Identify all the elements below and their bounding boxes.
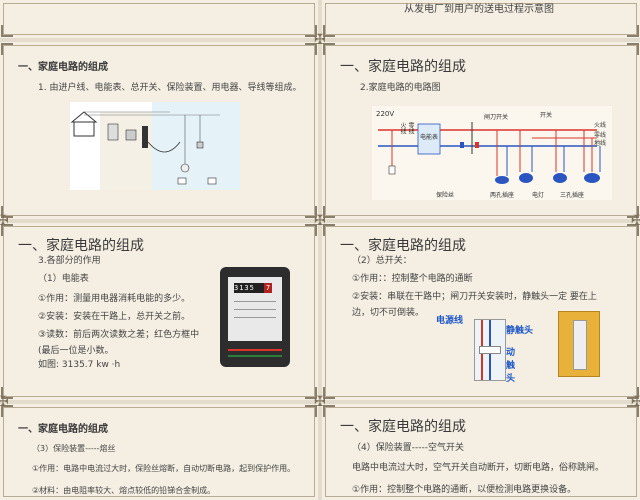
circuit-diagram: 220V 火线 零线 电能表 闸刀开关 开关 火线 零线 地线 保险丝 两孔插座…	[372, 106, 612, 200]
meter-label: 电能表	[420, 134, 439, 141]
lamp-label: 电灯	[532, 192, 545, 199]
slide-subtitle: 2.家庭电路的电路图	[360, 83, 441, 93]
voltage-label: 220V	[376, 110, 395, 118]
slide-main-switch[interactable]: 一、家庭电路的组成 （2）总开关： ①作用：：控制整个电路的通断 ②安装：串联在…	[322, 223, 640, 400]
slide-top-left[interactable]	[0, 0, 318, 38]
knot-ornament-icon: ✠	[0, 213, 9, 229]
slide-meter[interactable]: 一、家庭电路的组成 3.各部分的作用 （1）电能表 ①作用：测量用电器消耗电能的…	[0, 223, 318, 400]
text-line-4: ②安装：安装在干路上，总开关之前。	[38, 312, 191, 322]
slide-composition-1[interactable]: 一、家庭电路的组成 1. 由进户线、电能表、总开关、保险装置、用电器、导线等组成…	[0, 42, 318, 219]
text-line-3: ①作用：控制整个电路的通断，以便检测电路更换设备。	[352, 485, 577, 495]
meter-digits: 3135	[234, 283, 264, 293]
electric-meter-image: 3135 7	[220, 267, 290, 367]
vertical-separator	[318, 0, 322, 500]
slide-title: 一、家庭电路的组成	[18, 424, 108, 435]
text-line-3: ②材料：由电阻率较大、熔点较低的铅锑合金制成。	[32, 486, 216, 495]
knife-switch-label: 闸刀开关	[484, 114, 509, 121]
slide-title: 一、家庭电路的组成	[340, 59, 466, 75]
text-line-3: ②安装：串联在干路中；闸刀开关安装时，静触头一定 要在上	[352, 292, 597, 302]
text-line-5: ③读数：前后两次读数之差；红色方框中	[38, 330, 200, 340]
knot-ornament-icon: ✠	[0, 394, 9, 410]
horizontal-separator-3	[0, 400, 640, 404]
slide-title: 一、家庭电路的组成	[340, 238, 466, 254]
power-line-label: 电源线	[436, 316, 464, 326]
switch-label: 开关	[540, 112, 553, 119]
text-line-4: 边，切不可倒装。	[352, 308, 425, 318]
slide-text: 1. 由进户线、电能表、总开关、保险装置、用电器、导线等组成。	[38, 83, 302, 93]
two-hole-socket-label: 两孔插座	[490, 192, 515, 199]
zero-wire-label: 零线	[594, 132, 607, 139]
knot-ornament-icon: ✠	[631, 213, 640, 229]
house-wiring-picture	[70, 102, 240, 190]
slide-air-switch[interactable]: 一、家庭电路的组成 （4）保险装置-----空气开关 电路中电流过大时，空气开关…	[322, 404, 640, 500]
ground-wire-label: 地线	[594, 140, 607, 147]
text-line-7: 如图: 3135.7 kw ·h	[38, 360, 121, 370]
knot-ornament-icon: ✠	[314, 213, 326, 229]
meter-decimal-digit: 7	[264, 283, 272, 293]
slide-top-right[interactable]: 从发电厂到用户的送电过程示意图	[322, 0, 640, 38]
text-line-2: ①作用：：控制整个电路的通断	[352, 274, 473, 284]
horizontal-separator-1	[0, 38, 640, 42]
moving-contact-label: 动触头	[506, 348, 516, 384]
live-wire-label: 火线	[399, 122, 406, 134]
text-line-2: （1）电能表	[38, 274, 89, 284]
text-line-1: （4）保险装置-----空气开关	[352, 443, 464, 453]
slide-fuse[interactable]: 一、家庭电路的组成 （3）保险装置-----熔丝 ①作用：电路中电流过大时，保险…	[0, 404, 318, 500]
text-line-1: 3.各部分的作用	[38, 256, 101, 266]
text-line-3: ①作用：测量用电器消耗电能的多少。	[38, 294, 191, 304]
three-hole-socket-label: 三孔插座	[560, 192, 585, 199]
slide-title: 一、家庭电路的组成	[18, 62, 108, 73]
knot-ornament-icon: ✠	[314, 32, 326, 48]
neutral-wire-label: 零线	[407, 122, 414, 134]
knife-switch-photo	[558, 311, 600, 377]
fire-wire-label: 火线	[594, 122, 607, 129]
text-line-2: 电路中电流过大时，空气开关自动断开，切断电路，俗称跳闸。	[352, 463, 605, 473]
knot-ornament-icon: ✠	[314, 394, 326, 410]
static-contact-label: 静触头	[506, 326, 534, 336]
slide-caption: 从发电厂到用户的送电过程示意图	[404, 4, 554, 15]
knot-ornament-icon: ✠	[631, 394, 640, 410]
slide-title: 一、家庭电路的组成	[18, 238, 144, 254]
text-line-1: （2）总开关：	[352, 256, 412, 266]
slide-title: 一、家庭电路的组成	[340, 419, 466, 435]
knife-switch-picture	[474, 319, 506, 381]
fuse-label: 保险丝	[436, 192, 455, 199]
text-line-6: (最后一位是小数。	[38, 346, 114, 356]
text-line-2: ①作用：电路中电流过大时，保险丝熔断，自动切断电路，起到保护作用。	[32, 464, 296, 473]
text-line-1: （3）保险装置-----熔丝	[32, 444, 116, 453]
horizontal-separator-2	[0, 219, 640, 223]
slide-composition-2[interactable]: 一、家庭电路的组成 2.家庭电路的电路图	[322, 42, 640, 219]
